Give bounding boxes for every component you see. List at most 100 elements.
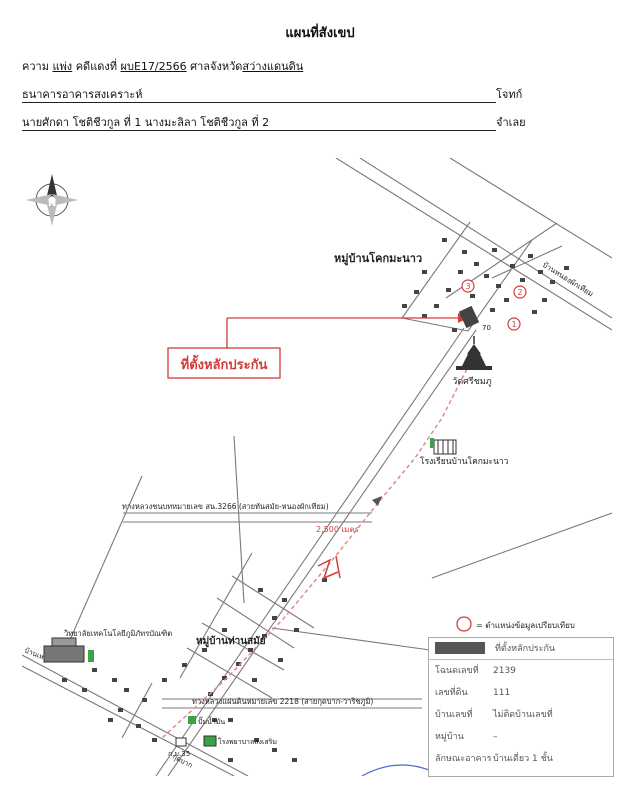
house-marker [292,758,297,762]
house-marker [82,688,87,692]
house-marker [252,678,257,682]
house-marker [474,262,479,266]
road-line [431,512,612,579]
km-marker-label: ก.ม.35 [168,750,190,758]
route-dashed [161,362,471,739]
road-line [401,221,471,319]
callout-box [167,347,281,379]
case-type: แพ่ง [52,60,73,73]
comparison-legend-icon [456,616,472,632]
legend-row: เลขที่ดิน 111 [435,684,510,702]
case-no-label: คดีแดงที่ [75,60,118,73]
house-marker [258,588,263,592]
college-label: วิทยาลัยเทคโนโลยีภูมิภัทรบัณฑิต [63,629,172,638]
legend-row: หมู่บ้าน – [435,728,498,746]
house-marker [212,718,217,722]
road-line [216,597,295,649]
school-icon [430,438,457,455]
plaintiff-name: ธนาคารอาคารสงเคราะห์ [22,88,143,101]
house-marker [490,308,495,312]
legend-value: บ้านเดี่ยว 1 ชั้น [493,754,553,764]
legend-row: บ้านเลขที่ไม่ติดบ้านเลขที่ [435,706,553,724]
house-marker [458,270,463,274]
house-marker [228,758,233,762]
house-marker [504,298,509,302]
property-callout: ที่ตั้งหลักประกัน [167,313,468,379]
defendant-line: นายศักดา โชติชีวกูล ที่ 1 นางมะลิลา โชติ… [22,116,526,131]
legend-key: บ้านเลขที่ [435,710,473,720]
legend-key: โฉนดเลขที่ [435,666,479,676]
house-marker [434,304,439,308]
defendant-names: นายศักดา โชติชีวกูล ที่ 1 นางมะลิลา โชติ… [22,116,270,129]
house-marker [402,304,407,308]
house-marker [152,738,157,742]
house-marker [470,294,475,298]
court-name: สว่างแดนดิน [242,60,304,73]
temple-label: วัดศรีชมภู [452,376,491,387]
house-marker [248,648,253,652]
temple-icon [456,336,492,370]
gas-station-label: ปั๊มน้ำมัน [198,715,225,726]
house-marker [118,708,123,712]
court-label: ศาลจังหวัด [190,60,243,73]
house-marker [142,698,147,702]
house-marker [492,248,497,252]
house-marker [520,278,525,282]
house-marker [272,616,277,620]
road-line [449,158,612,259]
defendant-role: จำเลย [496,116,526,129]
house-marker [112,678,117,682]
house-marker [322,578,327,582]
north-arrow-icon [26,174,78,226]
info-legend: ที่ตั้งหลักประกัน โฉนดเลขที่2139 เลขที่ด… [428,637,614,777]
house-marker [182,663,187,667]
house-marker [538,270,543,274]
house-marker [202,648,207,652]
km-marker-icon [175,737,187,747]
case-prefix: ความ [22,60,49,73]
house-marker [124,688,129,692]
house-marker [414,290,419,294]
legend-value: 111 [493,688,511,698]
house-marker [532,310,537,314]
comparison-label-3: 3 [465,282,470,291]
house-marker [496,284,501,288]
house-marker [484,274,489,278]
house-marker [446,288,451,292]
property-swatch-label: ที่ตั้งหลักประกัน [495,644,556,654]
road-line [491,245,563,279]
house-marker [462,250,467,254]
house-marker [262,634,267,638]
comparison-markers: 1 2 3 [461,279,527,331]
house-marker [222,628,227,632]
road-line [155,327,465,776]
house-marker [528,254,533,258]
road-line [167,329,477,776]
legend-value: – [493,732,498,742]
house-marker [278,658,283,662]
house-marker [564,266,569,270]
comparison-label-1: 1 [511,320,516,329]
road-label-village: บ้านหนองผักเทียม [541,260,595,298]
legend-key: หมู่บ้าน [435,732,464,742]
house-marker [136,724,141,728]
number-marker: 70 [482,324,491,332]
road-pointer-head [372,496,382,506]
road-line [179,552,253,679]
house-markers [62,238,569,762]
plaintiff-line: ธนาคารอาคารสงเคราะห์โจทก์ [22,88,522,103]
road-line [233,435,245,604]
house-marker [442,238,447,242]
distance-label: 2,500 เมตร [316,525,360,534]
house-marker [92,668,97,672]
road-line [201,622,285,671]
legend-key: เลขที่ดิน [435,688,468,698]
village-label-2: หมู่บ้านท่านสมัย [196,635,266,648]
house-marker [510,264,515,268]
house-marker [222,676,227,680]
legend-row: โฉนดเลขที่2139 [435,662,516,680]
comparison-marker-2 [513,285,527,299]
house-marker [294,628,299,632]
road-line [231,575,315,629]
distance-tick [335,555,341,579]
